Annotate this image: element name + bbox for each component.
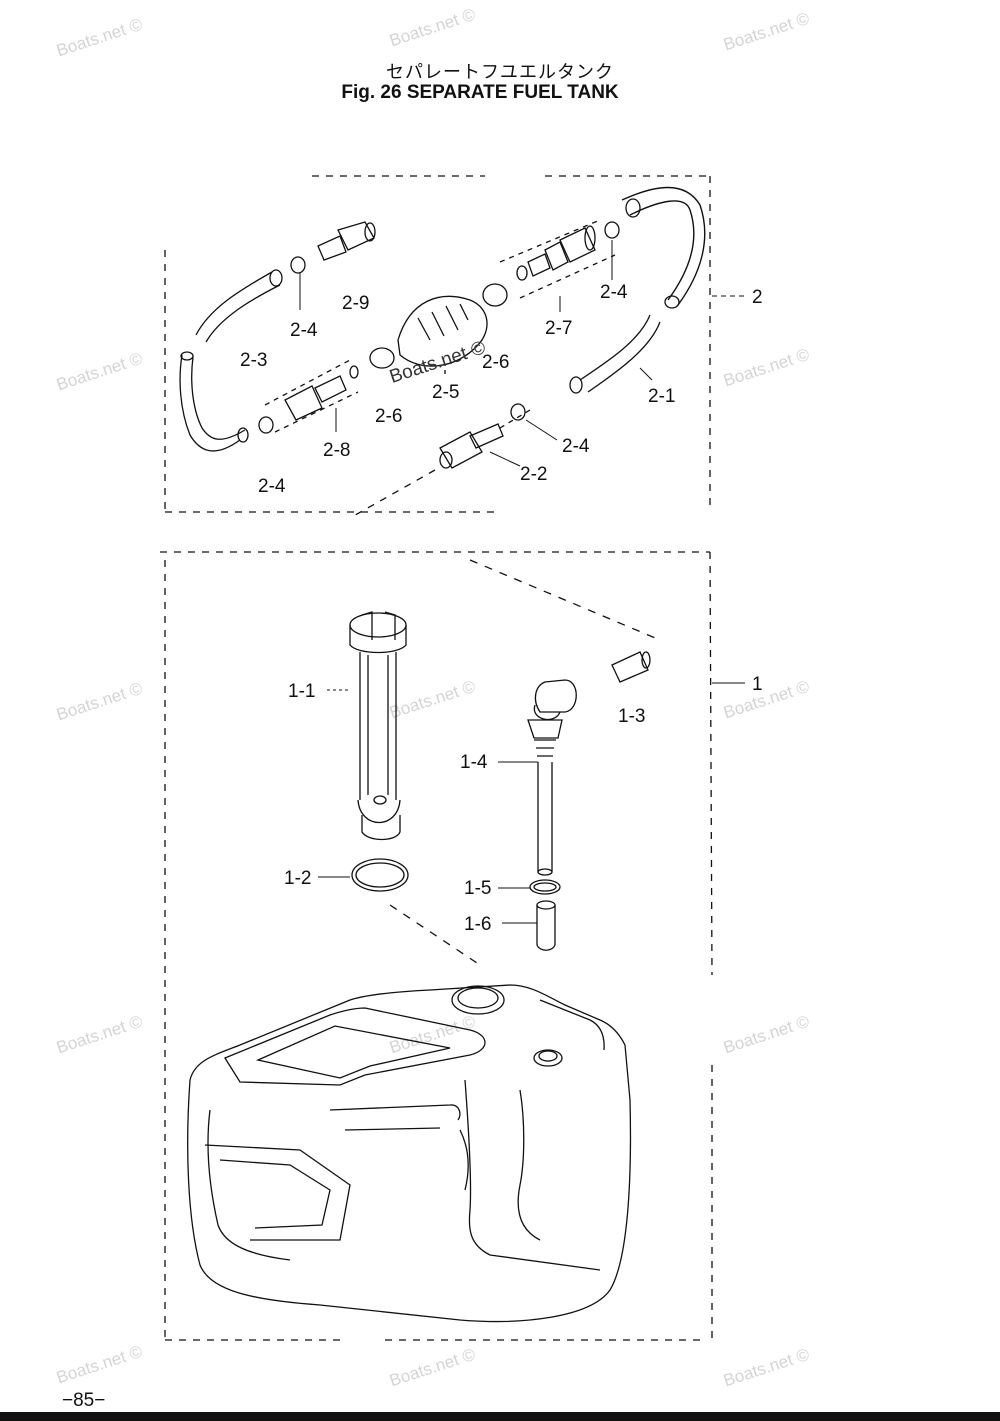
fuel-gauge-1-1 <box>349 611 407 841</box>
o-ring-1-2 <box>351 858 409 892</box>
assembly-2-boundary <box>164 175 711 513</box>
filter-1-6 <box>536 900 556 951</box>
callout-1-4: 1-4 <box>460 752 488 773</box>
connector-2-8 <box>258 359 359 434</box>
connector-2-9 <box>290 221 376 274</box>
callout-2-3: 2-3 <box>240 350 267 371</box>
assembly-1-boundary <box>160 551 713 1341</box>
callout-2-2: 2-2 <box>520 464 547 485</box>
callout-2-5: 2-5 <box>432 382 459 403</box>
callout-2-4: 2-4 <box>290 320 318 341</box>
callout-2-4: 2-4 <box>258 476 286 497</box>
hose-2-1 <box>569 186 706 394</box>
callout-2-6: 2-6 <box>482 352 509 373</box>
primer-bulb-2-5 <box>369 283 508 378</box>
fuel-tank <box>187 984 632 1323</box>
o-ring-1-5 <box>529 879 561 895</box>
callout-2: 2 <box>752 287 763 308</box>
leader-line <box>469 559 661 641</box>
page-number: −85− <box>62 1390 106 1411</box>
callout-1-5: 1-5 <box>464 878 491 899</box>
callout-2-4: 2-4 <box>600 282 628 303</box>
callout-1-2: 1-2 <box>284 868 311 889</box>
callout-2-8: 2-8 <box>323 440 350 461</box>
callout-1: 1 <box>752 674 763 695</box>
pickup-tube-1-4 <box>537 762 553 876</box>
callout-2-1: 2-1 <box>648 386 675 407</box>
callout-1-6: 1-6 <box>464 914 491 935</box>
title-japanese: セパレートフユエルタンク <box>386 62 614 83</box>
hose-2-3 <box>179 269 283 452</box>
connector-2-7 <box>499 219 620 299</box>
bottom-border <box>0 1412 1000 1421</box>
callout-2-4: 2-4 <box>562 436 590 457</box>
callout-1-3: 1-3 <box>618 706 645 727</box>
connector-2-2 <box>349 403 531 519</box>
callout-1-1: 1-1 <box>288 681 315 702</box>
callout-2-7: 2-7 <box>545 318 572 339</box>
figure-title: Fig. 26 SEPARATE FUEL TANK <box>341 82 619 103</box>
callout-2-6: 2-6 <box>375 406 402 427</box>
callout-2-9: 2-9 <box>342 293 369 314</box>
fuel-joint-1-3 <box>527 651 651 757</box>
